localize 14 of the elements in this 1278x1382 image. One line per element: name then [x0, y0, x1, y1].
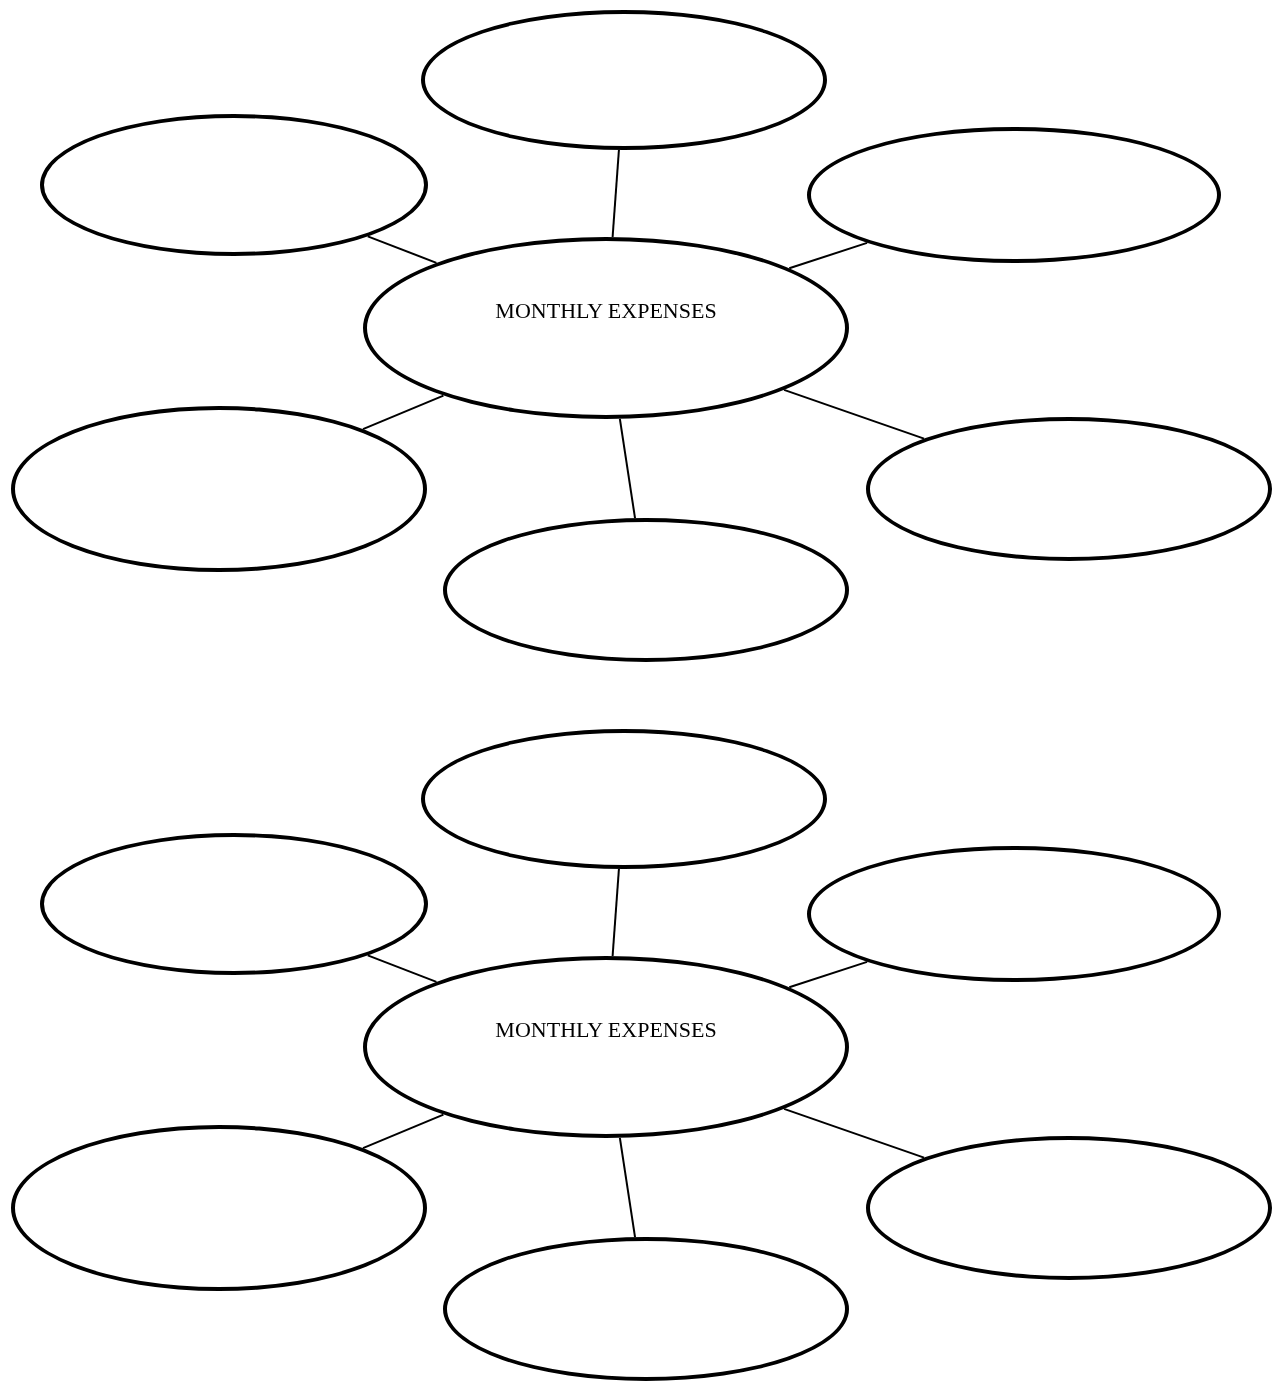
connector-line: [783, 1107, 926, 1159]
connector-line: [618, 417, 636, 520]
connector-line: [611, 149, 620, 239]
connector-line: [611, 868, 620, 958]
connector-line: [788, 960, 869, 989]
node-label: MONTHLY EXPENSES: [495, 298, 717, 324]
connector-line: [788, 241, 869, 270]
node-label: MONTHLY EXPENSES: [495, 1017, 717, 1043]
connector-line: [366, 235, 438, 264]
connector-line: [618, 1136, 636, 1239]
connector-line: [366, 954, 438, 983]
connector-line: [783, 388, 926, 440]
connector-line: [362, 394, 445, 431]
connector-line: [362, 1113, 445, 1150]
